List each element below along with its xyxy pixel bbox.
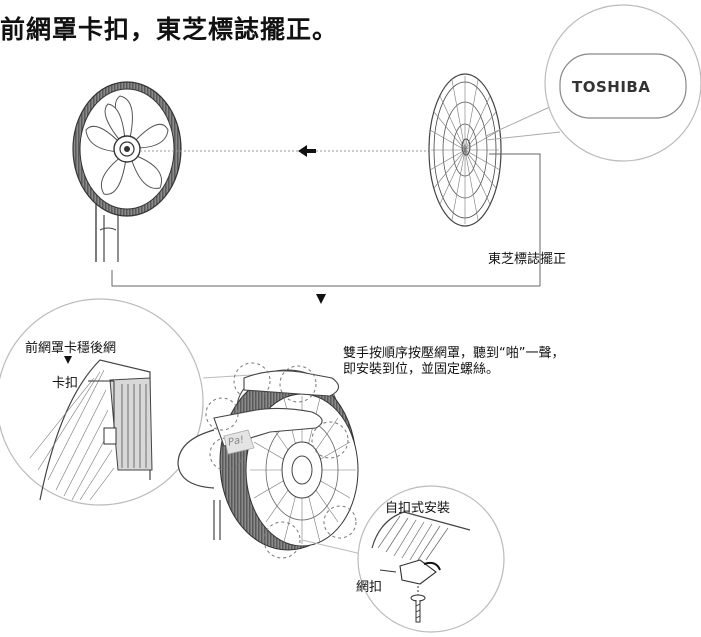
logo-upright-label: 東芝標誌擺正 bbox=[488, 252, 567, 267]
instruction-text: 雙手按順序按壓網罩，聽到“啪”一聲， 即安裝到位，並固定螺絲。 bbox=[343, 346, 564, 378]
front-grill bbox=[428, 73, 502, 227]
self-locking-label: 自扣式安裝 bbox=[385, 501, 451, 516]
front-grill-clip-label: 前網罩卡穩後網 bbox=[25, 341, 117, 356]
clip-label: 卡扣 bbox=[52, 376, 79, 391]
grill-clip-label: 網扣 bbox=[356, 580, 383, 595]
instruction-line-1: 雙手按順序按壓網罩，聽到“啪”一聲， bbox=[343, 346, 565, 361]
clip-callout bbox=[0, 298, 269, 506]
logo-badge bbox=[559, 53, 687, 119]
grill-clip-callout bbox=[301, 485, 505, 633]
fan-front-view bbox=[72, 81, 182, 262]
page-title: 前網罩卡扣，東芝標誌擺正。 bbox=[0, 15, 339, 44]
toshiba-logo: TOSHIBA bbox=[572, 78, 651, 96]
instruction-line-2: 即安裝到位，並固定螺絲。 bbox=[343, 362, 500, 377]
fan-side-view bbox=[177, 362, 359, 559]
arrow-left-icon bbox=[298, 145, 316, 157]
arrow-down-icon bbox=[316, 294, 326, 304]
logo-callout bbox=[485, 4, 701, 162]
